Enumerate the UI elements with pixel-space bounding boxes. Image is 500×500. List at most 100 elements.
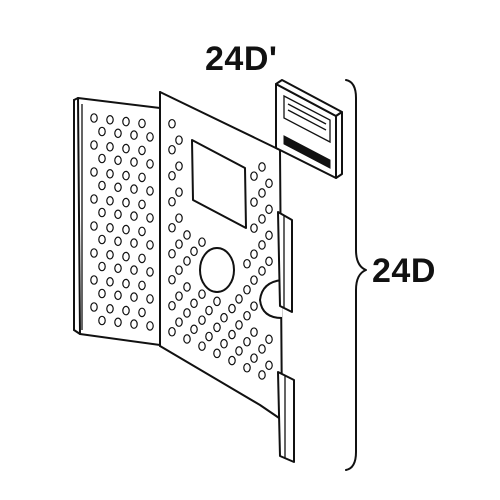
perforation-hole: [130, 265, 138, 275]
perforation-hole: [146, 213, 154, 223]
perforation-hole: [130, 211, 138, 221]
perforation-hole: [122, 305, 130, 316]
perforation-hole: [98, 153, 106, 164]
perforation-hole: [114, 236, 122, 247]
perforation-hole: [122, 224, 130, 235]
perforation-hole: [235, 320, 243, 330]
perforation-hole: [90, 113, 98, 123]
perforation-hole: [168, 144, 176, 155]
perforation-hole: [258, 214, 266, 224]
perforation-hole: [175, 265, 183, 275]
perforation-hole: [90, 221, 98, 231]
perforation-hole: [205, 305, 213, 316]
edge-notch: [259, 279, 283, 319]
perforation-hole: [250, 301, 258, 311]
main-perforated-plate: [159, 91, 283, 421]
perforation-hole: [168, 222, 176, 233]
label-24d: 24D: [372, 252, 436, 290]
perforation-hole: [168, 248, 176, 259]
perforation-hole: [106, 250, 114, 260]
perforation-hole: [106, 276, 114, 287]
perforation-hole: [90, 140, 98, 150]
perforation-hole: [243, 336, 251, 347]
perforation-hole: [258, 370, 266, 380]
perforation-hole: [130, 157, 138, 167]
perforation-hole: [138, 226, 146, 237]
perforation-hole: [243, 284, 251, 295]
perforation-hole: [114, 182, 122, 193]
perforation-hole: [122, 143, 130, 154]
perforation-hole: [146, 240, 154, 250]
perforation-hole: [130, 238, 138, 248]
perforation-hole: [265, 256, 273, 267]
perforation-hole: [146, 321, 154, 331]
perforation-hole: [168, 118, 176, 129]
perforation-hole: [265, 230, 273, 241]
perforation-hole: [250, 197, 258, 207]
perforation-hole: [175, 239, 183, 249]
perforation-hole: [228, 355, 236, 366]
perforation-hole: [265, 204, 273, 215]
perforation-hole: [258, 240, 266, 250]
perforation-hole: [183, 282, 191, 292]
perforation-hole: [168, 170, 176, 181]
perforation-hole: [190, 324, 198, 335]
perforation-hole: [175, 135, 183, 145]
perforation-hole: [258, 162, 266, 172]
label-24d-prime: 24D': [205, 40, 278, 78]
perforation-hole: [146, 186, 154, 196]
perforation-hole: [114, 155, 122, 166]
perforation-hole: [265, 360, 273, 371]
perforation-hole: [168, 196, 176, 207]
perforation-hole: [106, 142, 114, 152]
perforation-hole: [243, 310, 251, 321]
perforation-hole: [98, 315, 106, 326]
perforation-hole: [175, 161, 183, 171]
perforation-hole: [198, 237, 206, 247]
perforation-hole: [213, 296, 221, 307]
main-plate-holes: [168, 118, 273, 380]
perforation-hole: [183, 334, 191, 344]
perforation-hole: [146, 294, 154, 304]
perforation-hole: [168, 326, 176, 337]
component-24d-prime: [275, 79, 343, 179]
perforation-hole: [122, 116, 130, 127]
perforation-hole: [122, 170, 130, 181]
perforation-hole: [250, 275, 258, 285]
perforation-hole: [235, 294, 243, 304]
perforation-hole: [265, 334, 273, 345]
perforation-hole: [114, 290, 122, 301]
perforation-hole: [228, 303, 236, 314]
perforation-hole: [220, 312, 228, 323]
perforation-hole: [190, 246, 198, 257]
perforation-hole: [98, 180, 106, 191]
perforation-hole: [90, 302, 98, 312]
perforation-hole: [175, 291, 183, 301]
perforation-hole: [205, 331, 213, 342]
perforation-hole: [106, 303, 114, 314]
perforation-hole: [228, 329, 236, 340]
round-opening: [199, 247, 235, 293]
perforation-hole: [250, 223, 258, 233]
perforation-hole: [235, 346, 243, 356]
perforation-hole: [175, 317, 183, 327]
perforation-hole: [114, 317, 122, 328]
connector-strip: [283, 135, 331, 169]
perforation-hole: [175, 187, 183, 197]
perforation-hole: [138, 307, 146, 318]
perforation-hole: [258, 344, 266, 354]
perforation-hole: [98, 288, 106, 299]
curly-brace: [345, 79, 367, 471]
perforation-hole: [183, 230, 191, 240]
perforation-hole: [106, 223, 114, 233]
perforation-hole: [265, 178, 273, 189]
perforation-hole: [98, 126, 106, 137]
perforation-hole: [90, 248, 98, 258]
perforation-hole: [146, 132, 154, 142]
perforation-hole: [190, 298, 198, 309]
perforation-hole: [98, 234, 106, 245]
perforation-hole: [175, 213, 183, 223]
perforation-hole: [243, 362, 251, 373]
perforation-hole: [198, 289, 206, 299]
